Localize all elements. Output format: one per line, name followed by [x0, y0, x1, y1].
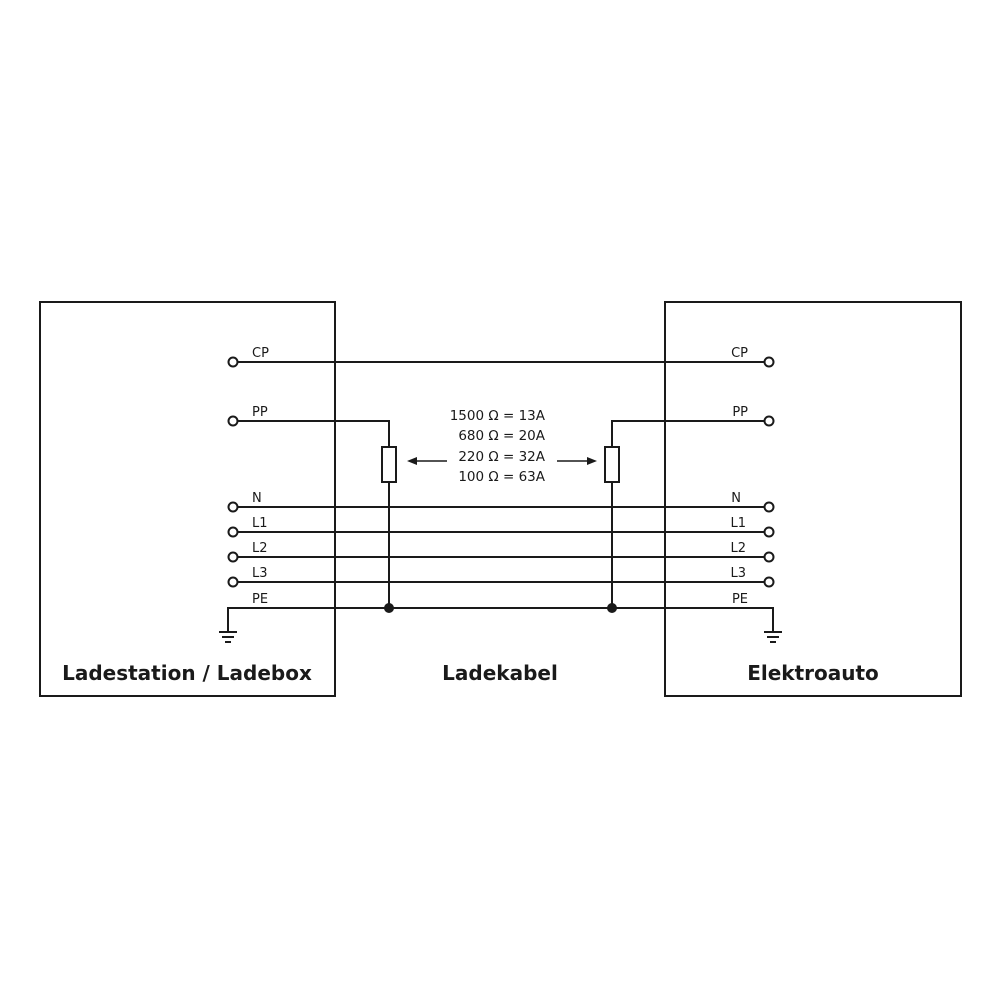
terminal-icon: [763, 576, 775, 588]
terminal-icon: [763, 501, 775, 513]
resistance-row: 100 Ω = 63A: [458, 469, 545, 485]
terminal-icon: [227, 415, 239, 427]
ground-icon: [219, 631, 237, 643]
pin-label-l3-right: L3: [730, 566, 746, 581]
arrow-right-icon: [557, 457, 597, 465]
car-box: [664, 301, 962, 697]
pin-label-l3-left: L3: [252, 566, 268, 581]
pin-label-n-left: N: [252, 491, 262, 506]
junction-dot-icon: [607, 603, 617, 613]
terminal-icon: [763, 356, 775, 368]
junction-dot-icon: [384, 603, 394, 613]
pp-wire-left: [238, 420, 390, 447]
pin-label-l2-right: L2: [730, 541, 746, 556]
pin-label-l1-right: L1: [730, 516, 746, 531]
terminal-icon: [227, 356, 239, 368]
resistance-row: 220 Ω = 32A: [458, 449, 545, 465]
ground-icon: [764, 631, 782, 643]
arrow-left-icon: [407, 457, 447, 465]
cable-title: Ladekabel: [442, 661, 558, 685]
terminal-icon: [763, 551, 775, 563]
pin-label-pp-left: PP: [252, 405, 268, 420]
pe-wire: [227, 607, 774, 632]
pin-label-l1-left: L1: [252, 516, 268, 531]
pin-label-cp-left: CP: [252, 346, 269, 361]
terminal-icon: [763, 415, 775, 427]
terminal-icon: [763, 526, 775, 538]
pin-label-pp-right: PP: [732, 405, 748, 420]
car-title: Elektroauto: [747, 661, 879, 685]
pin-label-pe-right: PE: [732, 592, 748, 607]
terminal-icon: [227, 551, 239, 563]
terminal-icon: [227, 576, 239, 588]
station-title: Ladestation / Ladebox: [62, 661, 312, 685]
pin-label-pe-left: PE: [252, 592, 268, 607]
station-box: [39, 301, 336, 697]
pin-label-n-right: N: [731, 491, 741, 506]
pp-wire-right: [611, 420, 765, 447]
resistance-row: 680 Ω = 20A: [458, 428, 545, 444]
pin-label-cp-right: CP: [731, 346, 748, 361]
terminal-icon: [227, 526, 239, 538]
resistor-icon: [381, 446, 397, 483]
resistor-icon: [604, 446, 620, 483]
pin-label-l2-left: L2: [252, 541, 268, 556]
terminal-icon: [227, 501, 239, 513]
resistance-row: 1500 Ω = 13A: [450, 408, 546, 424]
